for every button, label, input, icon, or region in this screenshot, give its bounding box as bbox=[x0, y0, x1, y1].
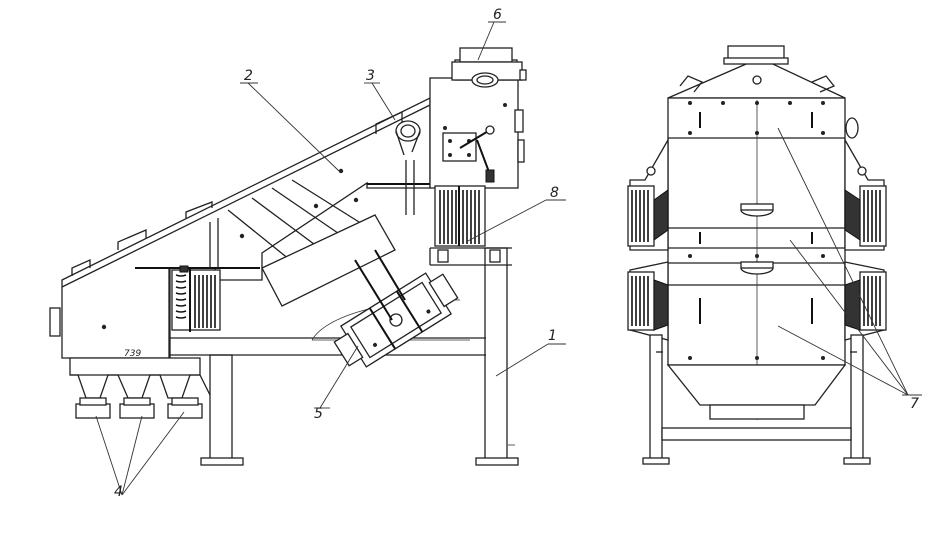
leader-lines bbox=[95, 21, 922, 496]
vibrator-unit bbox=[261, 214, 470, 368]
callout-7: 7 bbox=[910, 396, 919, 412]
head-box bbox=[429, 47, 527, 189]
callout-labels: 1 2 3 4 5 6 7 8 bbox=[114, 7, 919, 500]
side-view: 739 bbox=[49, 47, 527, 466]
support-frame bbox=[170, 247, 519, 466]
callout-8: 8 bbox=[550, 185, 559, 201]
callout-5: 5 bbox=[314, 406, 323, 422]
outlet-hoppers bbox=[69, 357, 211, 419]
front-springs bbox=[627, 185, 887, 331]
callout-6: 6 bbox=[493, 7, 502, 23]
callout-2: 2 bbox=[244, 68, 253, 84]
front-view bbox=[627, 45, 887, 465]
callout-3: 3 bbox=[366, 68, 375, 84]
callout-1: 1 bbox=[548, 328, 557, 344]
spring-group-rear bbox=[171, 265, 221, 332]
spring-group-front bbox=[434, 185, 486, 247]
dimension-label: 739 bbox=[124, 349, 141, 359]
callout-4: 4 bbox=[114, 484, 123, 500]
